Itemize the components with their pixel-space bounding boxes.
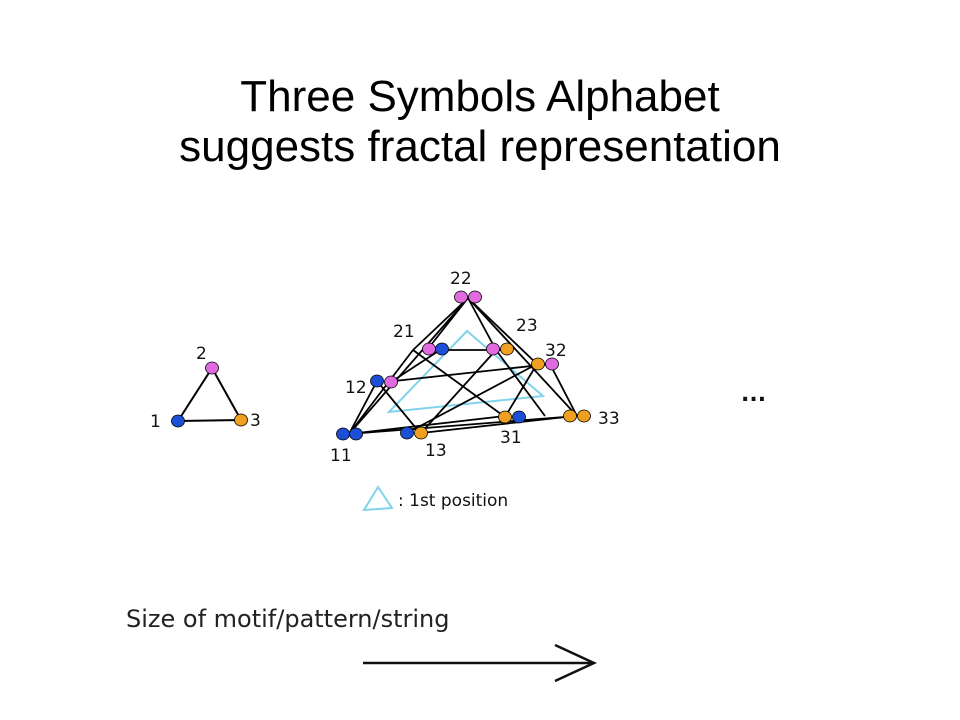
node-12a <box>370 374 384 388</box>
node-12b <box>384 375 398 389</box>
triangle-outline-icon <box>362 485 394 512</box>
node-32b <box>545 357 559 371</box>
node-33a <box>563 409 577 423</box>
label-13: 13 <box>425 441 447 461</box>
node-22a <box>454 290 468 304</box>
label-31: 31 <box>500 428 522 448</box>
title-line-2: suggests fractal representation <box>179 122 781 171</box>
label-33: 33 <box>598 409 620 429</box>
small-label-3: 3 <box>250 411 261 431</box>
right-arrow-icon <box>363 643 597 683</box>
ellipsis-text: ... <box>741 382 766 407</box>
small-label-1: 1 <box>150 412 161 432</box>
title-line-1: Three Symbols Alphabet <box>240 72 720 121</box>
node-11b <box>349 427 363 441</box>
first-position-triangle <box>386 329 546 414</box>
node-13b <box>414 426 428 440</box>
legend: : 1st position <box>362 485 508 512</box>
small-node-2 <box>205 361 219 375</box>
node-23b <box>500 342 514 356</box>
fractal-nodes <box>336 290 591 441</box>
node-31b <box>512 410 526 424</box>
label-21: 21 <box>393 322 415 342</box>
size-axis: Size of motif/pattern/string <box>126 605 597 683</box>
axis-label: Size of motif/pattern/string <box>126 605 450 633</box>
node-22b <box>468 290 482 304</box>
legend-label: : 1st position <box>398 491 508 511</box>
small-edge-1-3 <box>177 419 242 422</box>
node-31a <box>498 410 512 424</box>
label-23: 23 <box>516 316 538 336</box>
small-node-1 <box>171 414 185 428</box>
small-edge-2-3 <box>211 367 242 421</box>
small-label-2: 2 <box>196 344 207 364</box>
node-21b <box>435 342 449 356</box>
label-11: 11 <box>330 446 352 466</box>
node-21a <box>422 342 436 356</box>
node-33b <box>577 409 591 423</box>
small-triangle-graph: 1 2 3 <box>150 344 261 432</box>
label-12: 12 <box>345 378 367 398</box>
small-edge-1-2 <box>177 367 213 422</box>
node-32a <box>531 357 545 371</box>
fractal-graph: 11 12 13 21 22 23 31 32 33 <box>330 269 620 466</box>
node-23a <box>486 342 500 356</box>
label-22: 22 <box>450 269 472 289</box>
node-13a <box>400 426 414 440</box>
slide-title: Three Symbols Alphabet suggests fractal … <box>0 72 960 172</box>
node-11a <box>336 427 350 441</box>
label-32: 32 <box>545 341 567 361</box>
small-node-3 <box>234 413 248 427</box>
